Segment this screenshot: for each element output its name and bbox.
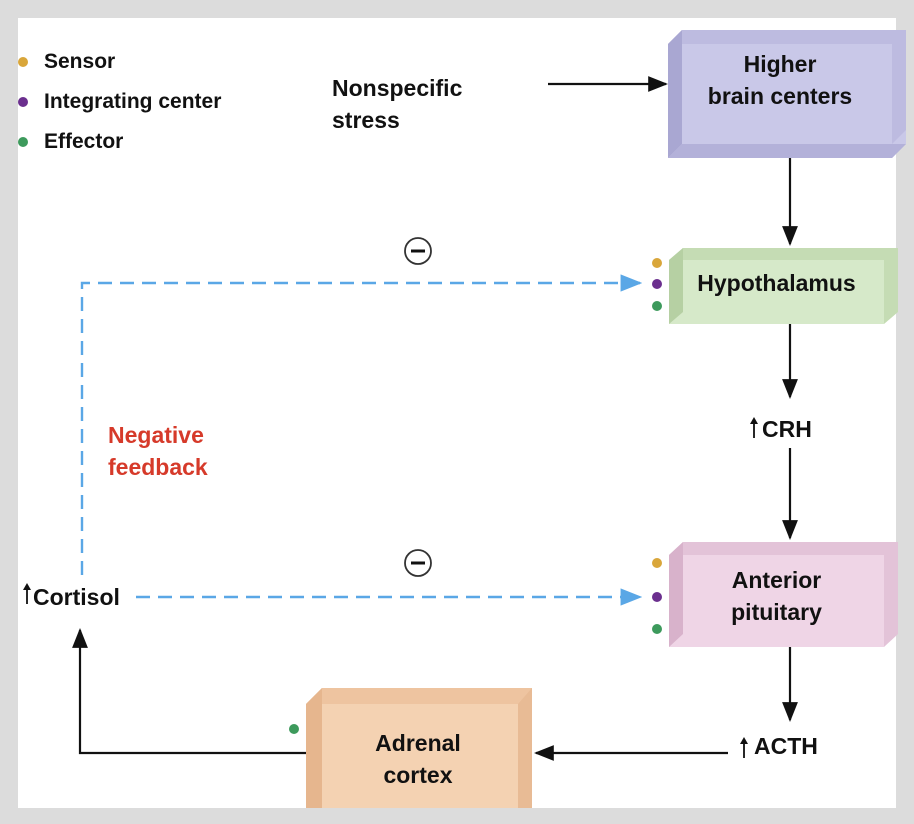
up-arrow-icon [750,417,758,438]
acth-label: ACTH [754,733,818,759]
hypothalamus-label: Hypothalamus [697,270,856,296]
negative-feedback-label: Negative feedback [108,422,208,480]
higher-brain-box [668,30,906,158]
cortisol-label: Cortisol [33,584,120,610]
anterior-pituitary-label: Anterior pituitary [731,567,822,625]
legend-label: Sensor [44,50,116,73]
arrow-adrenal-to-cortisol [72,628,306,755]
integrating-center-dot [652,592,662,602]
sensor-dot [652,558,662,568]
adrenal-cortex-label: Adrenal cortex [375,730,461,788]
legend-label: Integrating center [44,90,222,113]
effector-dot [652,624,662,634]
effector-dot [289,724,299,734]
legend-effector: Effector [18,130,123,154]
integrating-center-dot [652,279,662,289]
pituitary-box [669,542,898,647]
sensor-dot-icon [18,57,28,67]
higher-brain-label: Higher brain centers [707,51,853,109]
up-arrow-icon [740,737,748,758]
nonspecific-stress-label: Nonspecific stress [332,75,463,133]
legend-label: Effector [44,130,124,153]
up-arrow-icon [23,583,31,604]
hypothalamus-box [669,248,898,324]
integrating-center-dot-icon [18,97,28,107]
crh-label: CRH [762,416,812,442]
legend-sensor: Sensor [18,50,115,74]
adrenal-box [306,688,532,808]
legend-integrating-center: Integrating center [18,90,221,114]
sensor-dot [652,258,662,268]
effector-dot-icon [18,137,28,147]
feedback-line-vertical [80,274,643,575]
minus-circle-icon [404,237,432,265]
effector-dot [652,301,662,311]
minus-circle-icon [404,549,432,577]
